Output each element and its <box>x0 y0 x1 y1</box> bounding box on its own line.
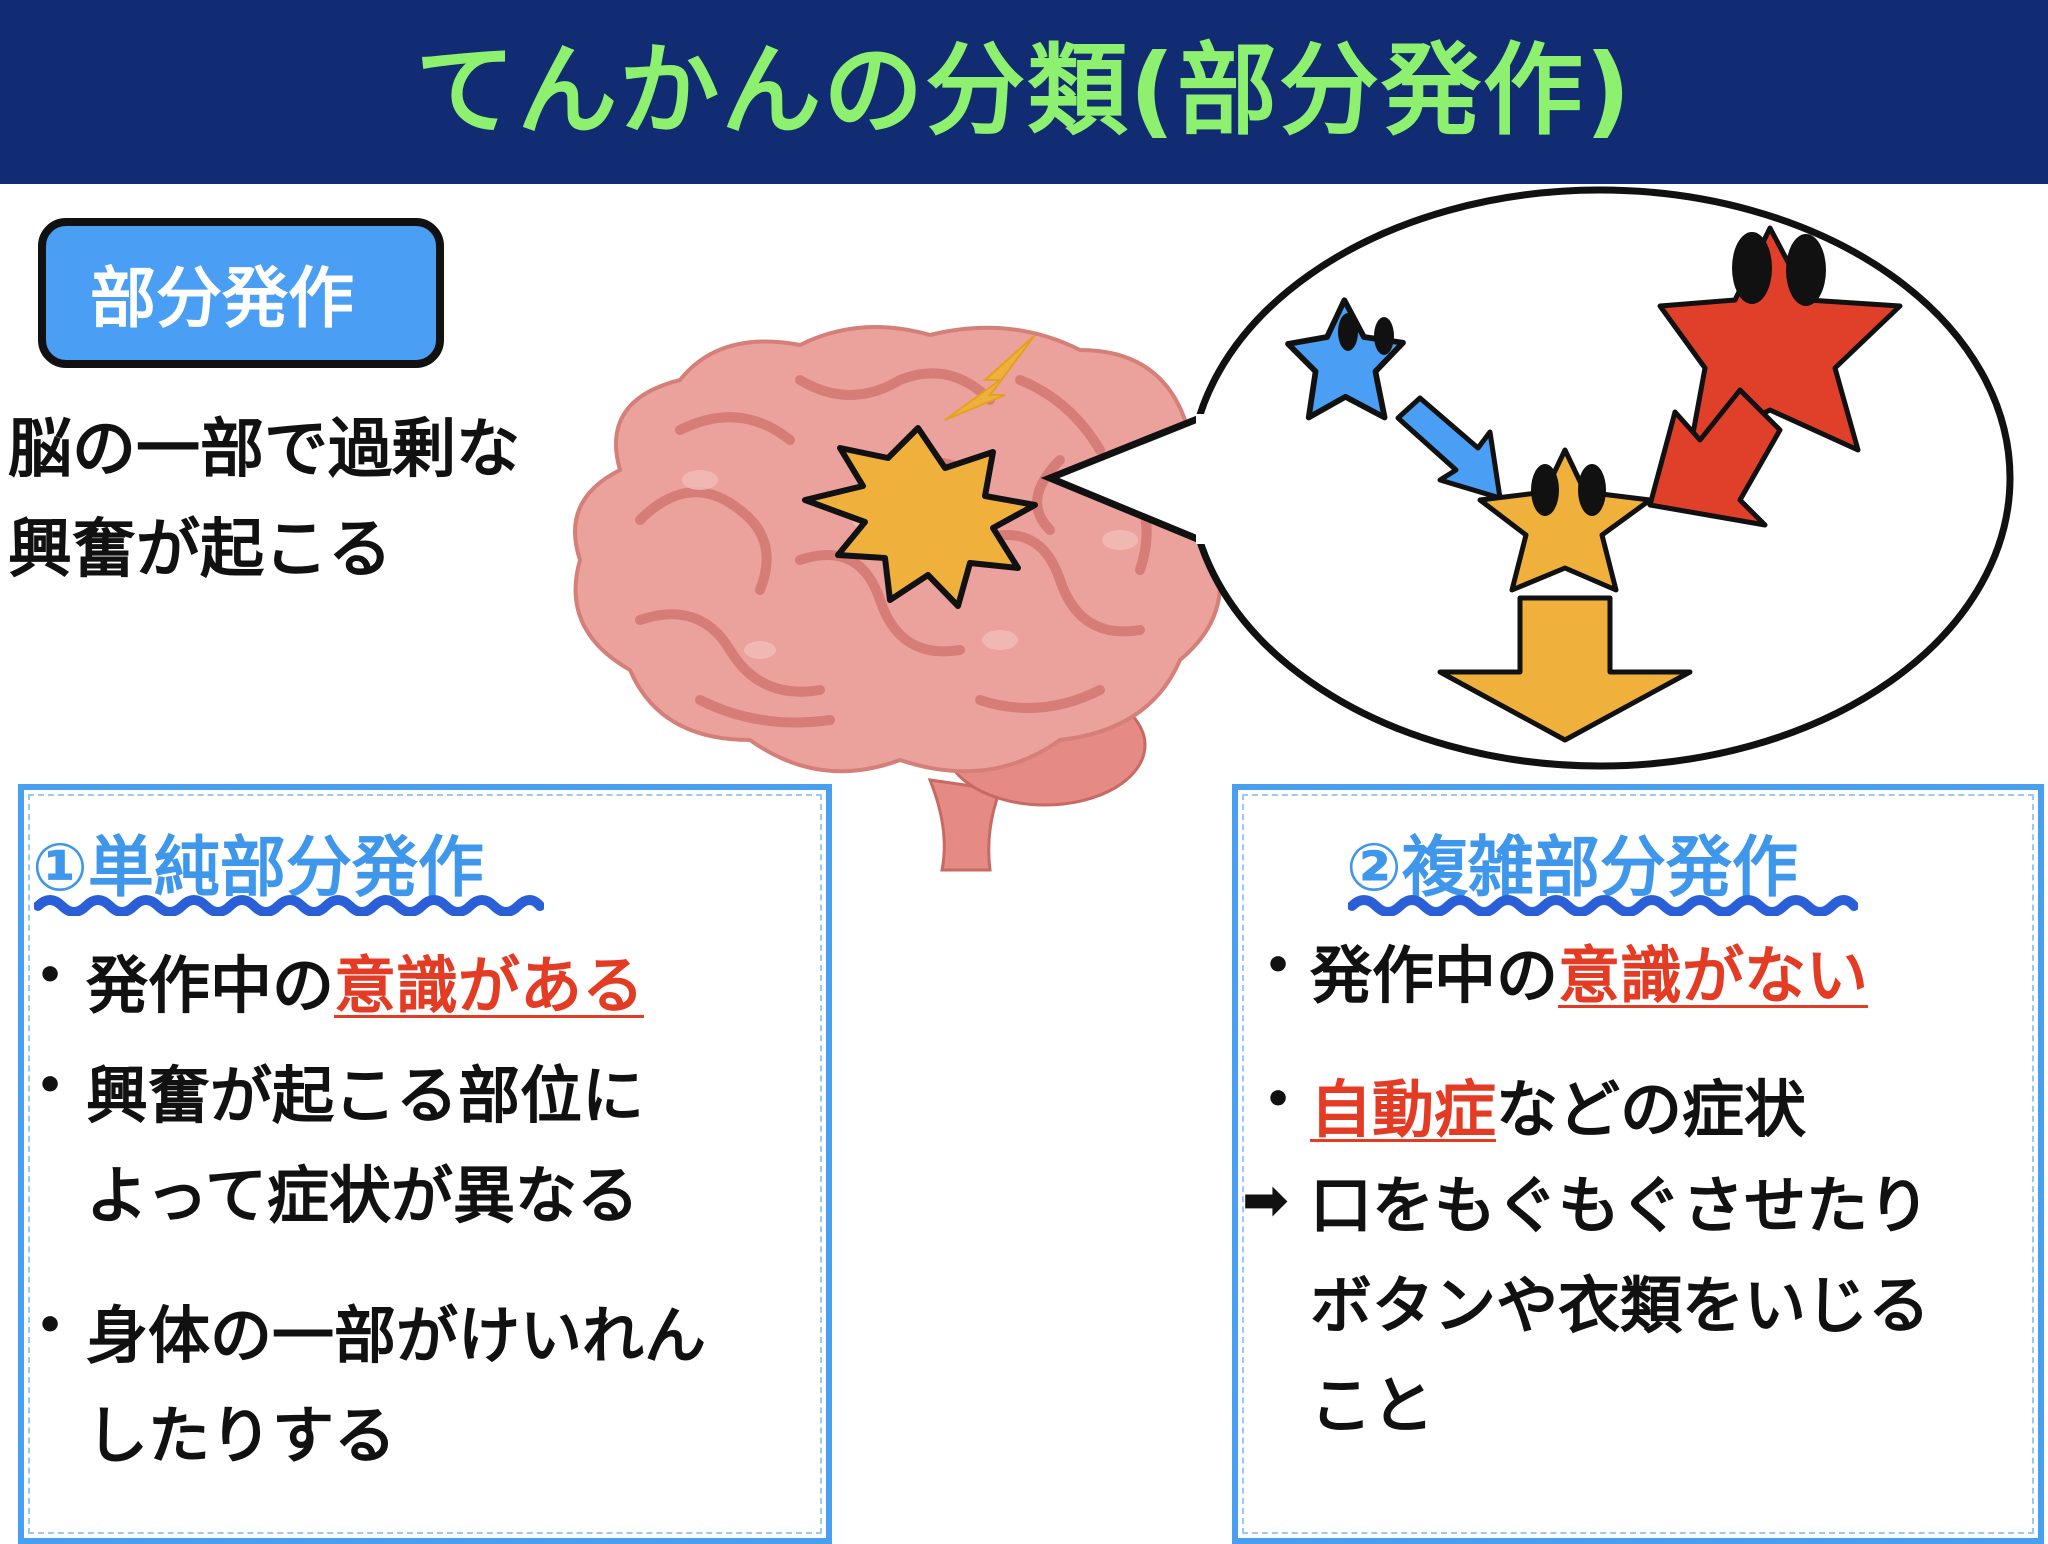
right-arrow-icon: ➡ <box>1242 1168 1289 1233</box>
lightning-icon <box>944 334 1036 421</box>
bullet: • <box>1264 1074 1293 1125</box>
red-star-icon <box>1647 225 1903 528</box>
simple-item-consciousness: 発作中の意識がある <box>86 936 644 1036</box>
complex-partial-panel: ②複雑部分発作 • 発作中の意識がない • 自動症などの症状 ➡ 口をもぐもぐさ… <box>1232 784 2044 1544</box>
badge-label: 部分発作 <box>90 260 354 337</box>
description-line-2: 興奮が起こる <box>8 513 392 587</box>
simple-item-convulsion-line2: したりする <box>86 1399 397 1472</box>
wavy-underline <box>1348 895 1858 916</box>
bullet: • <box>36 1060 65 1111</box>
wavy-underline <box>34 895 544 916</box>
blue-star-icon <box>1285 297 1503 501</box>
item-prefix: 発作中の <box>86 949 335 1022</box>
description-line-1: 脳の一部で過剰な <box>8 413 520 487</box>
item-prefix: 発作中の <box>1310 939 1559 1012</box>
highlight-automatism: 自動症 <box>1310 1073 1497 1146</box>
bullet: • <box>1264 940 1293 991</box>
bullet: • <box>36 1300 65 1351</box>
highlight-consciousness-present: 意識がある <box>334 949 645 1022</box>
simple-partial-title: ①単純部分発作 <box>32 829 484 906</box>
highlight-consciousness-absent: 意識がない <box>1558 939 1869 1012</box>
complex-item-automatism: 自動症などの症状 <box>1310 1060 1806 1160</box>
item-suffix: などの症状 <box>1496 1073 1807 1146</box>
complex-example-line2: ボタンや衣類をいじる <box>1310 1269 1931 1342</box>
page-title: てんかんの分類(部分発作) <box>415 32 1633 149</box>
complex-partial-title: ②複雑部分発作 <box>1346 829 1798 906</box>
complex-example-line1: 口をもぐもぐさせたり <box>1310 1169 1931 1242</box>
simple-item-convulsion-line1: 身体の一部がけいれん <box>86 1299 707 1372</box>
orange-star-icon <box>1437 447 1693 743</box>
complex-item-consciousness: 発作中の意識がない <box>1310 926 1868 1026</box>
complex-example-line3: こと <box>1310 1369 1435 1442</box>
seizure-burst-icon <box>802 425 1038 609</box>
simple-item-site-line1: 興奮が起こる部位に <box>86 1059 645 1132</box>
description: 脳の一部で過剰な 興奮が起こる <box>8 400 648 600</box>
category-badge: 部分発作 <box>38 218 444 368</box>
simple-item-site-line2: よって症状が異なる <box>86 1159 640 1232</box>
simple-partial-panel: ①単純部分発作 • 発作中の意識がある • 興奮が起こる部位に よって症状が異な… <box>18 784 832 1544</box>
bullet: • <box>36 950 65 1001</box>
header-bar: てんかんの分類(部分発作) <box>0 0 2048 184</box>
